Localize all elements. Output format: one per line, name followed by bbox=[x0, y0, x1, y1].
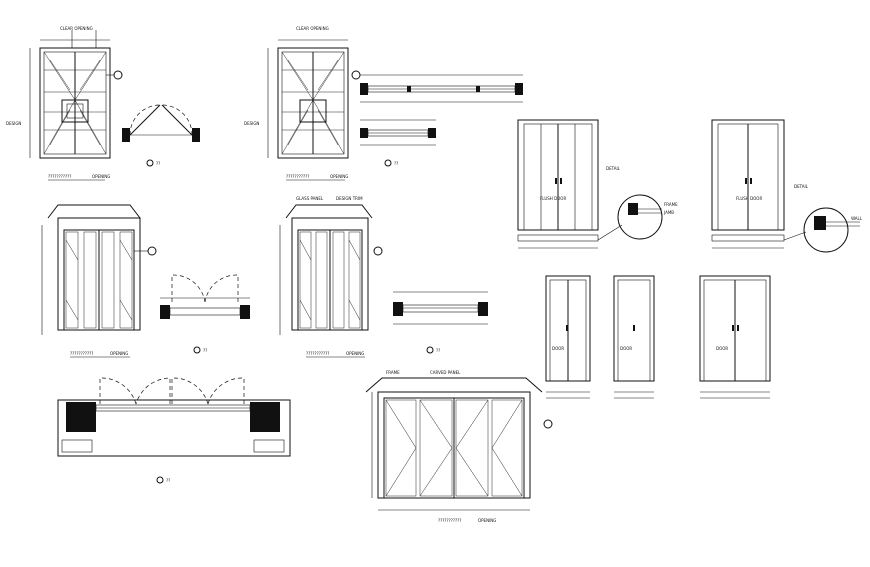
door-elevation-3: ??????????? OPENING ?? bbox=[41, 204, 207, 358]
door-4: DOOR bbox=[613, 275, 655, 399]
door-5-label: DOOR bbox=[716, 346, 728, 351]
door-3-label: DOOR bbox=[552, 346, 564, 351]
elevation-1-dim: ??????????? bbox=[48, 174, 71, 179]
door-plan-1: ?? bbox=[122, 104, 200, 167]
section-marker-3: ?? bbox=[203, 348, 207, 353]
door-plan-4 bbox=[393, 291, 488, 325]
elevation-1-note: CLEAR OPENING bbox=[60, 26, 93, 31]
elevation-1-side-note: DESIGN bbox=[6, 121, 21, 126]
door-elevation-1: CLEAR OPENING DESIGN ??????????? OPENING bbox=[6, 26, 123, 181]
elevation-5-note-b: CARVED PANEL bbox=[430, 370, 461, 375]
elevation-4-note-b: DESIGN TRIM bbox=[336, 196, 363, 201]
elevation-5-dim: ??????????? bbox=[438, 518, 461, 523]
detail-note-1: FRAME bbox=[664, 202, 678, 207]
elevation-3-dim-sub: OPENING bbox=[110, 351, 128, 356]
door-elevation-2: CLEAR OPENING DESIGN ??????????? OPENING bbox=[244, 26, 361, 181]
door-3: DOOR bbox=[545, 275, 591, 399]
detail-notes: FRAME JAMB WALL bbox=[663, 202, 863, 221]
elevation-4-dim: ??????????? bbox=[306, 351, 329, 356]
elevation-3-dim: ??????????? bbox=[70, 351, 93, 356]
elevation-5-dim-sub: OPENING bbox=[478, 518, 496, 523]
flush-door-2: FLUSH DOOR DETAIL bbox=[711, 119, 860, 253]
elevation-4-note-a: GLASS PANEL bbox=[296, 196, 324, 201]
section-marker-4: ?? bbox=[436, 348, 440, 353]
elevation-5-note-a: FRAME bbox=[386, 370, 400, 375]
door-elevation-4: GLASS PANEL DESIGN TRIM ??????????? OPEN… bbox=[279, 196, 440, 358]
flush-door-2-label: FLUSH DOOR bbox=[736, 196, 762, 201]
door-5: DOOR bbox=[699, 275, 771, 399]
door-elevation-5: FRAME CARVED PANEL ??????????? OPENING bbox=[365, 370, 553, 523]
section-marker-2: ?? bbox=[394, 161, 398, 166]
elevation-2-dim: ??????????? bbox=[286, 174, 309, 179]
door-4-label: DOOR bbox=[620, 346, 632, 351]
section-marker-1: ?? bbox=[156, 161, 160, 166]
flush-door-1-label: FLUSH DOOR bbox=[540, 196, 566, 201]
flush-door-2-note: DETAIL bbox=[794, 184, 809, 189]
detail-note-2: JAMB bbox=[663, 210, 674, 215]
elevation-4-dim-sub: OPENING bbox=[346, 351, 364, 356]
detail-note-3: WALL bbox=[851, 216, 863, 221]
elevation-2-note: CLEAR OPENING bbox=[296, 26, 329, 31]
section-marker-5: ?? bbox=[166, 478, 170, 483]
flush-door-1-note: DETAIL bbox=[606, 166, 621, 171]
door-plan-2: ?? bbox=[360, 74, 523, 167]
elevation-2-side-note: DESIGN bbox=[244, 121, 259, 126]
door-plan-5: ?? bbox=[57, 377, 291, 484]
elevation-2-dim-sub: OPENING bbox=[330, 174, 348, 179]
flush-door-1: FLUSH DOOR DETAIL bbox=[517, 119, 663, 249]
elevation-1-dim-sub: OPENING bbox=[92, 174, 110, 179]
door-plan-3 bbox=[160, 274, 250, 319]
